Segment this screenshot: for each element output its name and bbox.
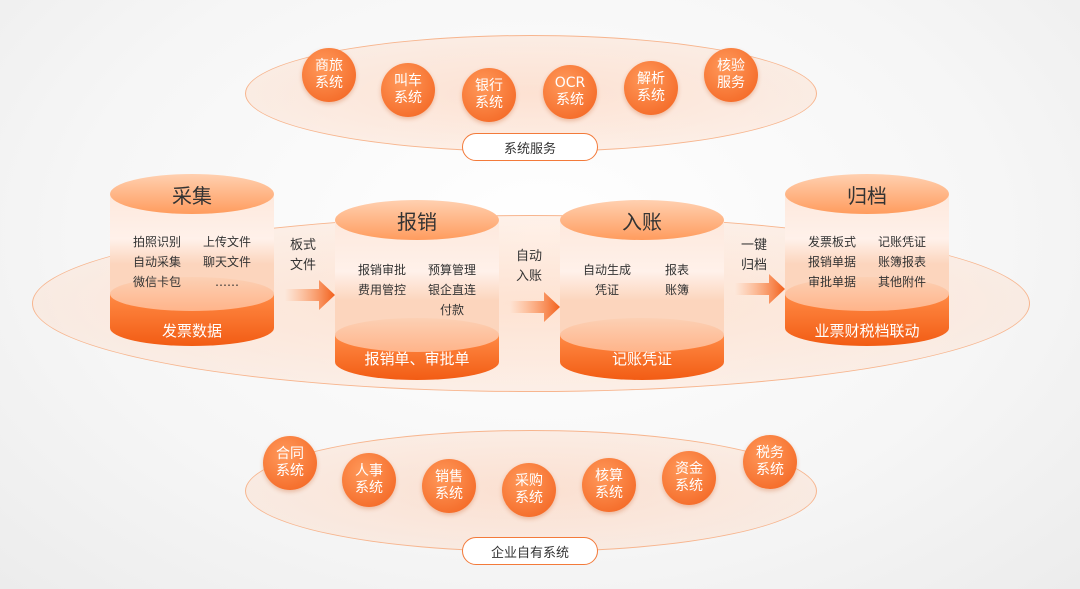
- stage-title: 归档: [785, 174, 949, 214]
- stage-item: 报销审批: [357, 263, 406, 277]
- stage-item: 自动生成: [582, 263, 631, 277]
- stage-output: 发票数据: [161, 322, 222, 340]
- stage-item: 凭证: [594, 283, 619, 297]
- stage-posting: 入账 自动生成 报表 凭证 账簿 记账凭证: [560, 200, 724, 380]
- stage-item: 付款: [439, 303, 464, 317]
- stage-item: 报表: [664, 263, 689, 277]
- enterprise-system-node[interactable]: 销售系统: [422, 459, 476, 513]
- stage-item: 账簿: [664, 283, 689, 297]
- arrow-right-icon: [735, 274, 785, 304]
- arrow-right-icon: [285, 280, 335, 310]
- stage-item: [347, 300, 417, 320]
- stage-output: 报销单、审批单: [364, 350, 470, 368]
- stage-output: 业票财税档联动: [814, 322, 920, 340]
- stage-item: 预算管理: [427, 263, 476, 277]
- stage-item: 费用管控: [357, 283, 406, 297]
- service-node[interactable]: 银行系统: [462, 68, 516, 122]
- service-node[interactable]: 叫车系统: [381, 63, 435, 117]
- stage-item: 上传文件: [202, 235, 251, 249]
- stage-item: 审批单据: [807, 275, 856, 289]
- stage-title: 入账: [560, 200, 724, 240]
- arrow-label: 一键归档: [741, 238, 768, 273]
- enterprise-system-node[interactable]: 资金系统: [662, 451, 716, 505]
- stage-archive: 归档 发票板式 记账凭证 报销单据 账簿报表 审批单据 其他附件 业票财税档联动: [785, 174, 949, 354]
- stage-title: 报销: [335, 200, 499, 240]
- stage-output: 记账凭证: [611, 350, 672, 368]
- arrow-label: 板式文件: [290, 238, 317, 273]
- stage-item: 其他附件: [877, 275, 926, 289]
- service-node[interactable]: 解析系统: [624, 61, 678, 115]
- stage-item: 拍照识别: [132, 235, 181, 249]
- stage-item: 报销单据: [807, 255, 856, 269]
- enterprise-system-node[interactable]: 税务系统: [743, 435, 797, 489]
- system-services-label: 系统服务: [462, 133, 598, 161]
- stage-item: 自动采集: [132, 255, 181, 269]
- enterprise-system-node[interactable]: 合同系统: [263, 436, 317, 490]
- enterprise-system-node[interactable]: 核算系统: [582, 458, 636, 512]
- arrow-right-icon: [510, 292, 560, 322]
- stage-title: 采集: [110, 174, 274, 214]
- stage-item: 微信卡包: [132, 275, 181, 289]
- stage-item: 银企直连: [427, 283, 476, 297]
- stage-item: 记账凭证: [877, 235, 926, 249]
- stage-item: 聊天文件: [202, 255, 251, 269]
- stage-item: ……: [215, 275, 239, 289]
- enterprise-systems-label: 企业自有系统: [462, 537, 598, 565]
- stage-item: 账簿报表: [877, 255, 926, 269]
- service-node[interactable]: 核验服务: [704, 48, 758, 102]
- enterprise-system-node[interactable]: 人事系统: [342, 453, 396, 507]
- stage-collect: 采集 拍照识别 上传文件 自动采集 聊天文件 微信卡包 …… 发票数据: [110, 174, 274, 354]
- arrow-label: 自动入账: [516, 249, 543, 284]
- stage-reimburse: 报销 报销审批 预算管理 费用管控 银企直连 付款 报销单、审批单: [335, 200, 499, 380]
- stage-item: 发票板式: [807, 235, 856, 249]
- service-node[interactable]: OCR系统: [543, 65, 597, 119]
- enterprise-system-node[interactable]: 采购系统: [502, 463, 556, 517]
- service-node[interactable]: 商旅系统: [302, 48, 356, 102]
